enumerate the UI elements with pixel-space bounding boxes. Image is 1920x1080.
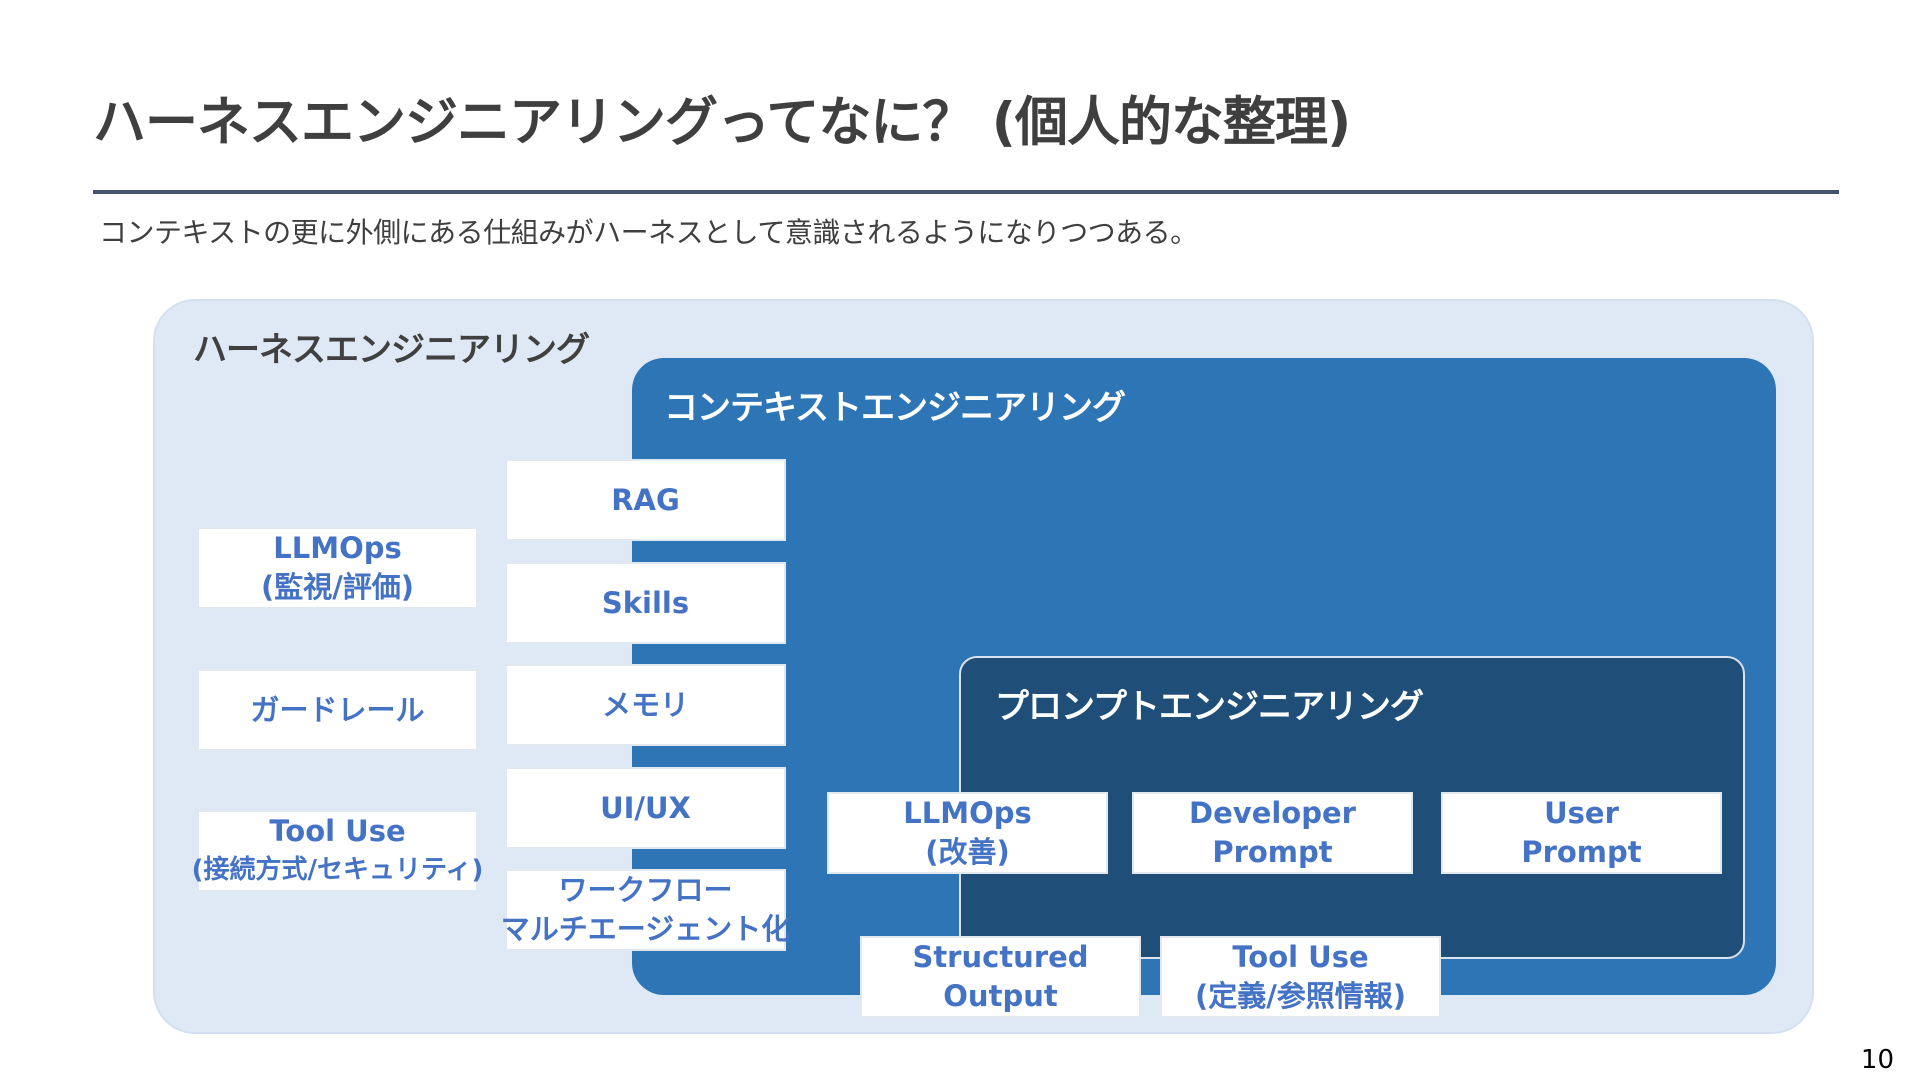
harness-engineering-label: ハーネスエンジニアリング <box>193 330 590 370</box>
context-item-tool-use-definition: Tool Use (定義/参照情報) <box>1160 936 1441 1018</box>
card-line: Skills <box>601 585 690 620</box>
card-line: ワークフロー <box>558 873 733 907</box>
harness-item-guardrail: ガードレール <box>197 669 478 751</box>
slide-subtitle: コンテキストの更に外側にある仕組みがハーネスとして意識されるようになりつつある。 <box>99 216 1198 249</box>
card-line: UI/UX <box>600 790 691 825</box>
card-line: (監視/評価) <box>260 570 415 604</box>
context-item-memory: メモリ <box>505 664 786 746</box>
context-item-workflow: ワークフロー マルチエージェント化 <box>501 869 790 951</box>
card-line: Prompt <box>1521 835 1642 869</box>
prompt-item-developer-prompt: Developer Prompt <box>1132 792 1413 874</box>
card-line: Tool Use <box>269 814 406 848</box>
context-engineering-label: コンテキストエンジニアリング <box>664 388 1126 428</box>
harness-item-llmops-monitoring: LLMOps (監視/評価) <box>197 527 478 609</box>
card-line: RAG <box>611 482 680 517</box>
card-line: メモリ <box>601 687 689 722</box>
harness-item-tool-use-connection: Tool Use (接続方式/セキュリティ) <box>192 810 483 892</box>
context-item-rag: RAG <box>505 459 786 541</box>
card-line: マルチエージェント化 <box>500 912 791 946</box>
card-line: LLMOps <box>903 796 1032 830</box>
card-line: Developer <box>1189 796 1356 830</box>
card-line: Prompt <box>1212 835 1333 869</box>
slide-title: ハーネスエンジニアリングってなに？ (個人的な整理) <box>93 92 1351 153</box>
context-item-structured-output: Structured Output <box>860 936 1141 1018</box>
card-line: Output <box>943 979 1058 1013</box>
card-line: Structured <box>912 940 1089 974</box>
page-number: 10 <box>1860 1045 1894 1075</box>
prompt-engineering-label: プロンプトエンジニアリング <box>995 687 1424 727</box>
prompt-item-llmops-improvement: LLMOps (改善) <box>827 792 1108 874</box>
card-line: (定義/参照情報) <box>1194 979 1407 1013</box>
prompt-item-user-prompt: User Prompt <box>1441 792 1722 874</box>
context-item-ui-ux: UI/UX <box>505 767 786 849</box>
card-line: ガードレール <box>250 692 425 727</box>
title-divider <box>93 190 1839 194</box>
context-item-skills: Skills <box>505 562 786 644</box>
card-line: (改善) <box>925 835 1010 869</box>
card-line: LLMOps <box>273 531 402 565</box>
card-line: Tool Use <box>1232 940 1369 974</box>
card-line: User <box>1544 796 1619 830</box>
card-line: (接続方式/セキュリティ) <box>191 855 484 885</box>
